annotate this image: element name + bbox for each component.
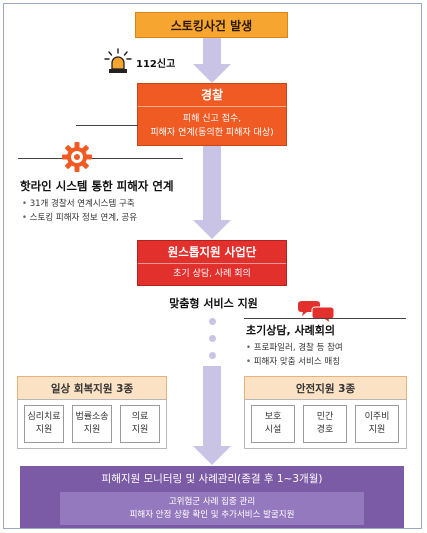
initial-bullet: 프로파일러, 경찰 등 참여	[246, 341, 343, 355]
police-box: 경찰 피해 신고 접수, 피해자 연계(동의한 피해자 대상)	[137, 83, 287, 146]
onestop-box: 원스톱지원 사업단 초기 상담, 사례 회의	[137, 240, 287, 286]
flow-arrow-2	[203, 146, 221, 222]
onestop-title: 원스톱지원 사업단	[138, 241, 286, 264]
flow-dots	[207, 318, 217, 362]
onestop-line: 초기 상담, 사례 회의	[173, 269, 251, 279]
report-label: 112신고	[136, 59, 176, 70]
monitoring-line: 고위험군 사례 집중 관리	[168, 496, 256, 507]
initial-title: 초기상담, 사례회의	[246, 324, 335, 337]
police-title: 경찰	[138, 84, 286, 107]
gear-icon	[62, 142, 92, 172]
connector-police-hotline	[76, 125, 138, 126]
occurrence-box: 스토킹사건 발생	[135, 12, 288, 38]
hotline-title: 핫라인 시스템 통한 피해자 연계	[20, 179, 174, 193]
flow-arrow-1	[203, 38, 221, 66]
initial-bullets: 프로파일러, 경찰 등 참여 피해자 맞춤 서비스 매칭	[246, 341, 343, 369]
monitoring-line: 피해자 안정 상황 확인 및 추가서비스 발굴지원	[129, 509, 295, 520]
hotline-bullet: 31개 경찰서 연계시스템 구축	[22, 197, 137, 211]
connector-initial-line	[244, 318, 406, 319]
flow-arrow-2-head	[193, 220, 231, 239]
monitoring-title: 피해지원 모니터링 및 사례관리(종결 후 1~3개월)	[101, 473, 323, 485]
flow-arrow-1-head	[193, 64, 231, 83]
safety-group-title: 안전지원 3종	[244, 376, 407, 400]
flow-arrow-3	[203, 366, 221, 448]
police-line: 피해자 연계(동의한 피해자 대상)	[150, 128, 274, 138]
police-line: 피해 신고 접수,	[182, 114, 242, 124]
hotline-bullet: 스토킹 피해자 정보 연계, 공유	[22, 211, 137, 225]
police-desc: 피해 신고 접수, 피해자 연계(동의한 피해자 대상)	[150, 112, 273, 140]
hotline-bullets: 31개 경찰서 연계시스템 구축 스토킹 피해자 정보 연계, 공유	[22, 197, 137, 225]
diagram-frame	[3, 3, 422, 529]
siren-icon	[104, 48, 132, 73]
chat-bubbles-icon	[298, 301, 335, 324]
daily-group-title: 일상 회복지원 3종	[17, 376, 167, 400]
connector-hotline-line	[18, 158, 183, 159]
flow-arrow-3-head	[193, 446, 231, 465]
custom-service-label: 맞춤형 서비스 지원	[169, 297, 258, 310]
monitoring-box: 피해지원 모니터링 및 사례관리(종결 후 1~3개월) 고위험군 사례 집중 …	[20, 466, 404, 528]
monitoring-detail: 고위험군 사례 집중 관리 피해자 안정 상황 확인 및 추가서비스 발굴지원	[60, 492, 364, 525]
initial-bullet: 피해자 맞춤 서비스 매칭	[246, 355, 343, 369]
occurrence-label: 스토킹사건 발생	[170, 18, 253, 33]
